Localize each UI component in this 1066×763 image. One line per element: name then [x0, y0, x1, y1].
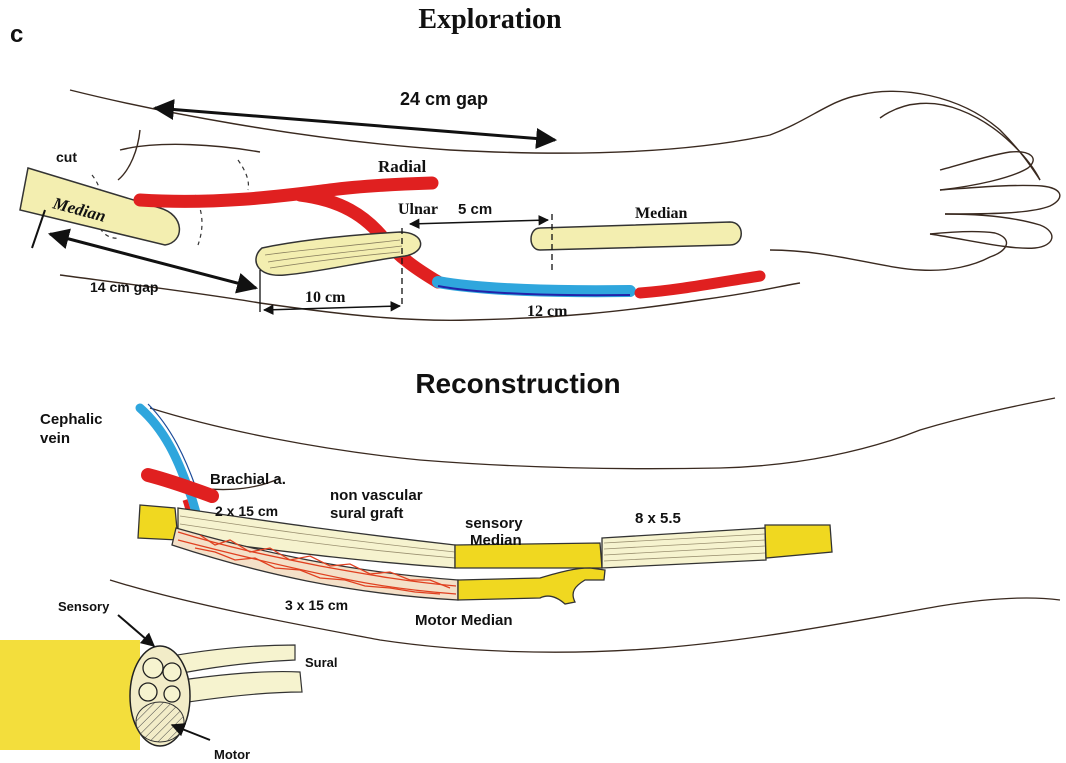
inset-sensory-label: Sensory [58, 599, 110, 614]
reconstruction-panel: Reconstruction [40, 368, 1060, 652]
cut-line [32, 210, 45, 248]
graft-8x5-label: 8 x 5.5 [635, 510, 681, 527]
sensory-fascicle [143, 658, 163, 678]
motor-fascicles [136, 702, 184, 742]
radial-artery [140, 183, 432, 201]
radial-label: Radial [378, 157, 426, 176]
distal-artery [640, 276, 760, 293]
graft-3x15-label: 3 x 15 cm [285, 597, 348, 613]
ulnar-label: Ulnar [398, 201, 438, 218]
brachial-label: Brachial a. [210, 471, 286, 488]
brachial-artery [148, 475, 212, 496]
nerve-block [0, 640, 140, 750]
median-distal-label: Median [635, 205, 688, 222]
graft-2x15-label: 2 x 15 cm [215, 503, 278, 519]
distal-median-nerve [765, 525, 832, 558]
panel-letter: c [10, 21, 23, 48]
cross-section-inset: Sensory Sural Motor [0, 599, 338, 762]
exploration-panel: c Exploration [10, 4, 1060, 320]
median-label: Median [470, 532, 522, 549]
damaged-nerve-segment [256, 232, 421, 275]
proximal-nerve-stump [138, 505, 178, 540]
gap-24cm-arrow [155, 108, 555, 140]
motor-median-branch [458, 568, 605, 604]
motor-median-label: Motor Median [415, 612, 513, 629]
inset-sural-label: Sural [305, 655, 338, 670]
len-12cm-label: 12 cm [527, 303, 568, 320]
cut-label: cut [56, 149, 77, 165]
len-10cm-label: 10 cm [305, 289, 346, 306]
sural-graft-label: sural graft [330, 505, 403, 522]
sensory-fascicle [164, 686, 180, 702]
non-vascular-label: non vascular [330, 487, 423, 504]
sensory-fascicle [139, 683, 157, 701]
sensory-fascicle [163, 663, 181, 681]
gap-24cm-label: 24 cm gap [400, 89, 488, 109]
gap-5cm-arrow [410, 220, 548, 224]
gap-5cm-label: 5 cm [458, 201, 492, 218]
gap-14cm-label: 14 cm gap [90, 279, 158, 295]
distal-median-nerve [531, 222, 741, 250]
cut-stump-outline [238, 160, 248, 190]
vein-label: vein [40, 430, 70, 447]
exploration-title: Exploration [418, 4, 562, 35]
reconstruction-title: Reconstruction [415, 368, 620, 399]
inset-motor-label: Motor [214, 747, 250, 762]
cephalic-label: Cephalic [40, 411, 103, 428]
sensory-label: sensory [465, 515, 523, 532]
